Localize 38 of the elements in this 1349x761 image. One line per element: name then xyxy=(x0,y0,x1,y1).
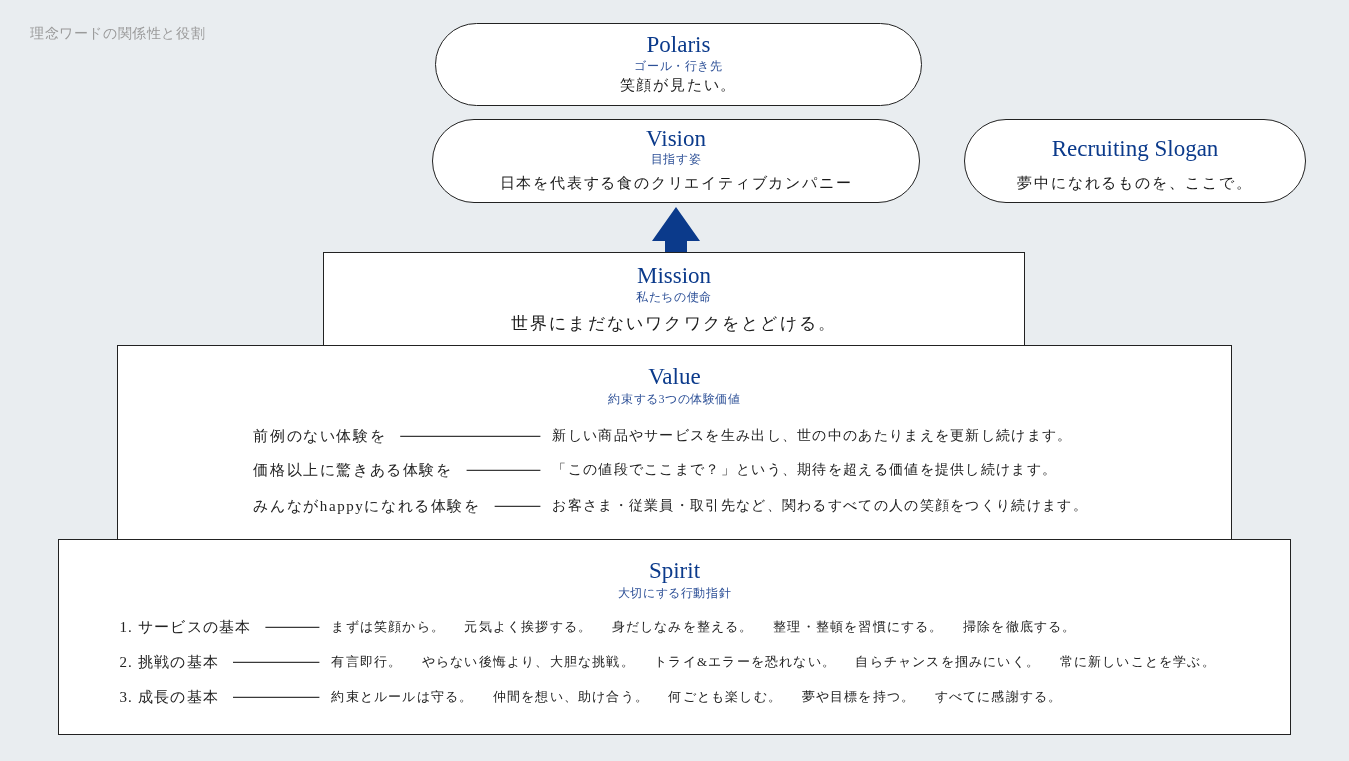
subheading: 約束する3つの体験価値 xyxy=(608,392,741,407)
row-text: 約束とルールは守る。 仲間を想い、助け合う。 何ごとも楽しむ。 夢や目標を持つ。 すべてに感謝する。 xyxy=(331,689,1063,706)
body-text: 笑顔が見たい。 xyxy=(619,76,738,95)
connector-line xyxy=(399,435,542,438)
row-label: 価格以上に驚きある体験を xyxy=(253,461,453,480)
row-text: まずは笑顔から。 元気よく挨拶する。 身だしなみを整える。 整理・整頓を習慣にする。 掃除を徹底する。 xyxy=(331,619,1077,636)
connector-line xyxy=(232,661,321,664)
heading: Polaris xyxy=(646,31,711,59)
page-title: 理念ワードの関係性と役割 xyxy=(30,24,206,42)
heading: Mission xyxy=(636,262,712,290)
body-text: 世界にまだないワクワクをとどける。 xyxy=(510,314,838,335)
row-label: 3. 成長の基本 xyxy=(119,688,219,707)
connector-line xyxy=(494,505,542,508)
heading: Spirit xyxy=(648,557,701,585)
row-text: 有言即行。 やらない後悔より、大胆な挑戦。 トライ&エラーを恐れない。 自らチャンスを掴みにいく。 常に新しいことを学ぶ。 xyxy=(331,654,1216,671)
connector-line xyxy=(232,696,321,699)
row-label: 1. サービスの基本 xyxy=(119,618,252,637)
connector-line xyxy=(465,469,542,472)
row-label: みんながhappyになれる体験を xyxy=(253,497,481,516)
section-box xyxy=(323,252,1025,346)
body-text: 夢中になれるものを、ここで。 xyxy=(1017,174,1253,193)
subheading: 私たちの使命 xyxy=(636,290,712,305)
row-label: 前例のない体験を xyxy=(253,427,387,446)
subheading: ゴール・行き先 xyxy=(634,59,723,74)
row-text: お客さま・従業員・取引先など、関わるすべての人の笑顔をつくり続けます。 xyxy=(552,497,1088,515)
section-box xyxy=(58,539,1291,735)
subheading: 大切にする行動指針 xyxy=(617,586,732,601)
block-arrow xyxy=(652,207,700,252)
row-text: 新しい商品やサービスを生み出し、世の中のあたりまえを更新し続けます。 xyxy=(552,427,1073,445)
heading: Recruiting Slogan xyxy=(1051,135,1219,163)
row-text: 「この値段でここまで？」という、期待を超える価値を提供し続けます。 xyxy=(552,461,1058,479)
row-label: 2. 挑戦の基本 xyxy=(119,653,219,672)
body-text: 日本を代表する食のクリエイティブカンパニー xyxy=(499,174,853,193)
section-box xyxy=(117,345,1232,541)
subheading: 目指す姿 xyxy=(650,152,702,167)
connector-line xyxy=(264,626,321,629)
heading: Value xyxy=(648,363,701,391)
heading: Vision xyxy=(646,125,706,153)
